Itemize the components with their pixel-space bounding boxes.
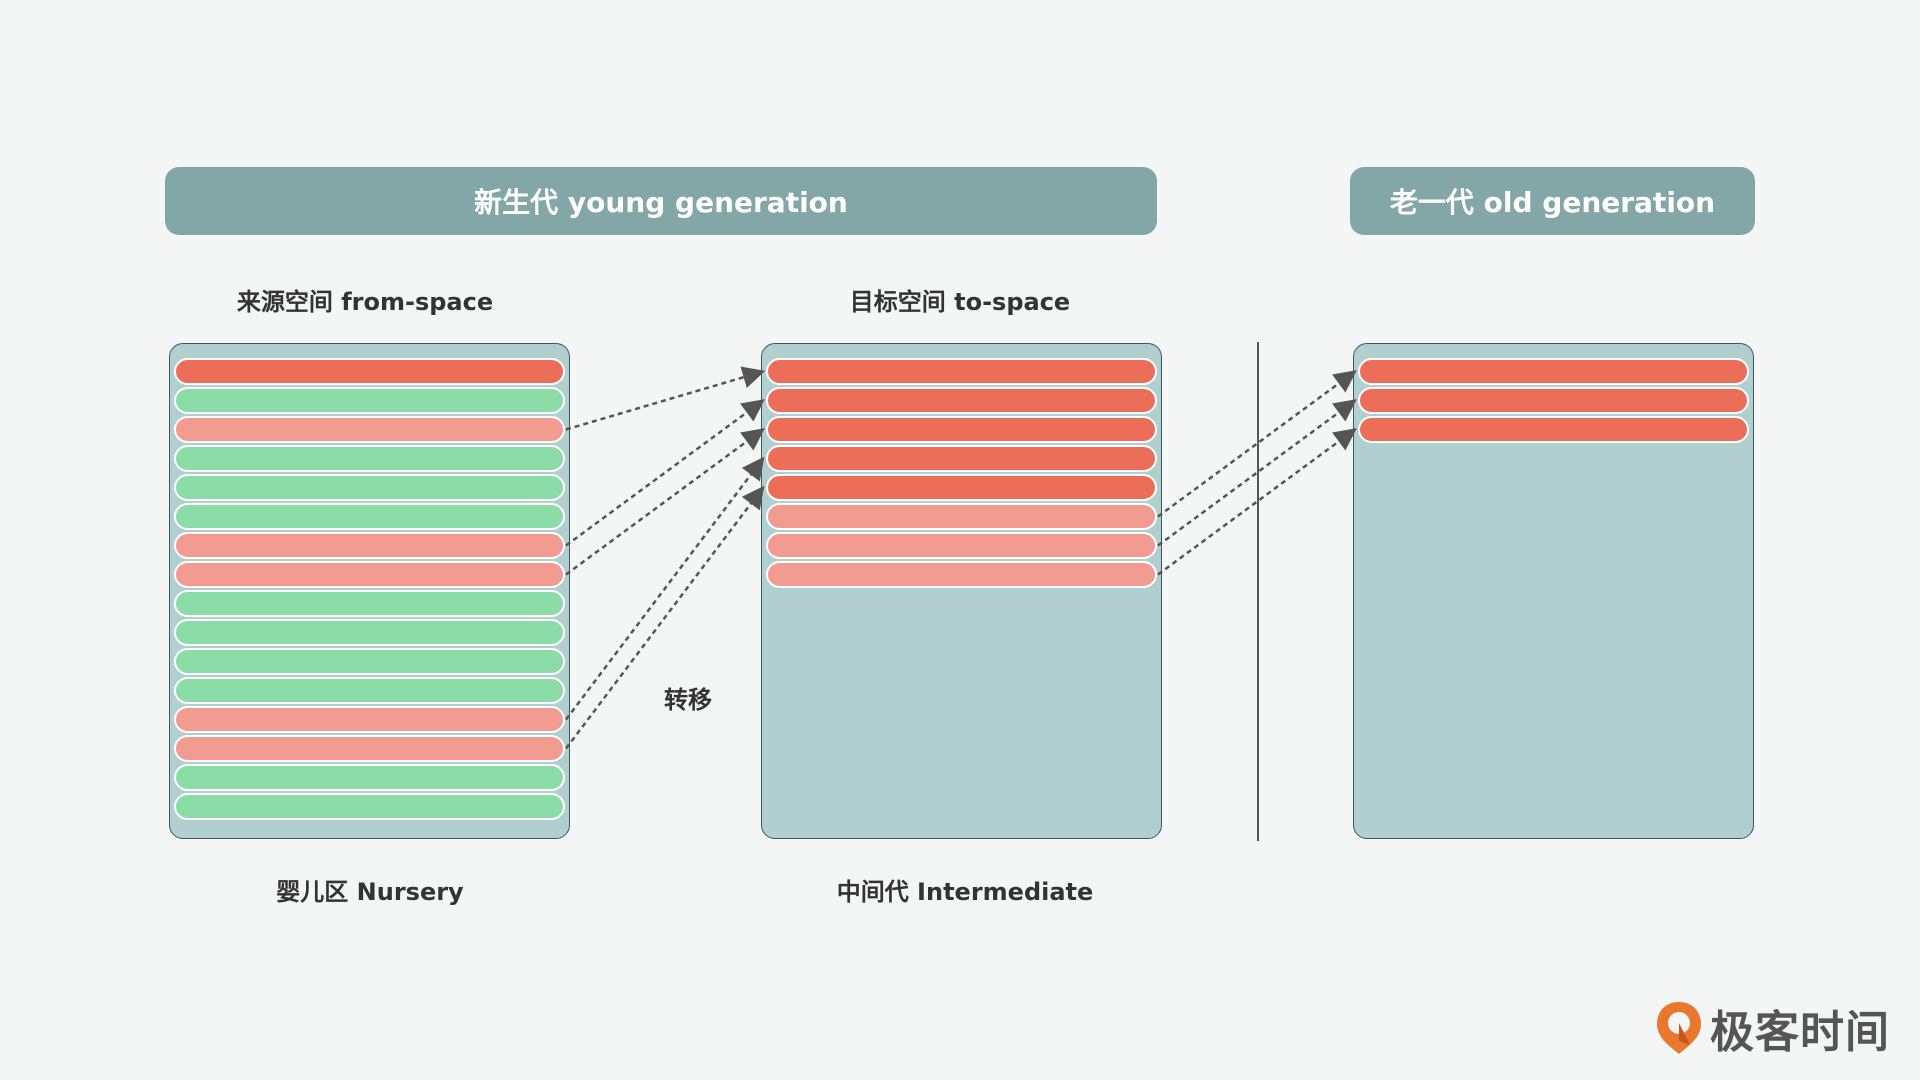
transfer-arrow [1157,370,1357,518]
old-generation-title: 老一代 old generation [1389,186,1716,219]
transfer-arrow [565,366,766,431]
transfer-arrow [1157,399,1357,547]
nursery-slot-live [174,735,565,762]
old-slot-dead [1358,358,1749,385]
transfer-arrow [565,399,765,547]
nursery-slot-live [174,532,565,559]
nursery-slot-free [174,619,565,646]
intermediate-slot-dead [766,416,1157,443]
transfer-arrow [565,428,765,576]
intermediate-slot-dead [766,358,1157,385]
old-generation-banner: 老一代 old generation [1350,167,1755,235]
old-slot-dead [1358,416,1749,443]
young-generation-title: 新生代 young generation [474,186,848,219]
from-space-label: 来源空间 from-space [236,288,494,316]
generation-divider [1257,342,1259,841]
old-slot-dead [1358,387,1749,414]
nursery-slot-free [174,387,565,414]
intermediate-slot-live [766,561,1157,588]
transfer-label: 转移 [664,686,712,714]
brand-mark-icon [1657,1002,1701,1054]
intermediate-slot-live [766,532,1157,559]
nursery-slot-free [174,503,565,530]
nursery-slot-live [174,706,565,733]
intermediate-slot-live [766,503,1157,530]
old-generation-panel [1353,343,1754,839]
brand-name: 极客时间 [1710,1007,1890,1058]
nursery-label: 婴儿区 Nursery [276,878,464,906]
nursery-slot-free [174,764,565,791]
nursery-slot-live [174,561,565,588]
brand-logo: 极客时间 [1654,996,1890,1060]
to-space-label: 目标空间 to-space [849,288,1071,316]
nursery-slot-free [174,793,565,820]
nursery-slot-live [174,416,565,443]
young-generation-banner: 新生代 young generation [165,167,1157,235]
transfer-arrow [565,456,765,721]
nursery-slot-free [174,648,565,675]
intermediate-slot-dead [766,387,1157,414]
nursery-slot-free [174,445,565,472]
nursery-slot-dead [174,358,565,385]
intermediate-slot-dead [766,474,1157,501]
nursery-panel [169,343,570,839]
nursery-slot-free [174,590,565,617]
intermediate-panel [761,343,1162,839]
intermediate-slot-dead [766,445,1157,472]
nursery-slot-free [174,677,565,704]
transfer-arrow [565,485,765,750]
intermediate-label: 中间代 Intermediate [836,878,1094,906]
nursery-slot-free [174,474,565,501]
transfer-arrow [1157,428,1357,576]
